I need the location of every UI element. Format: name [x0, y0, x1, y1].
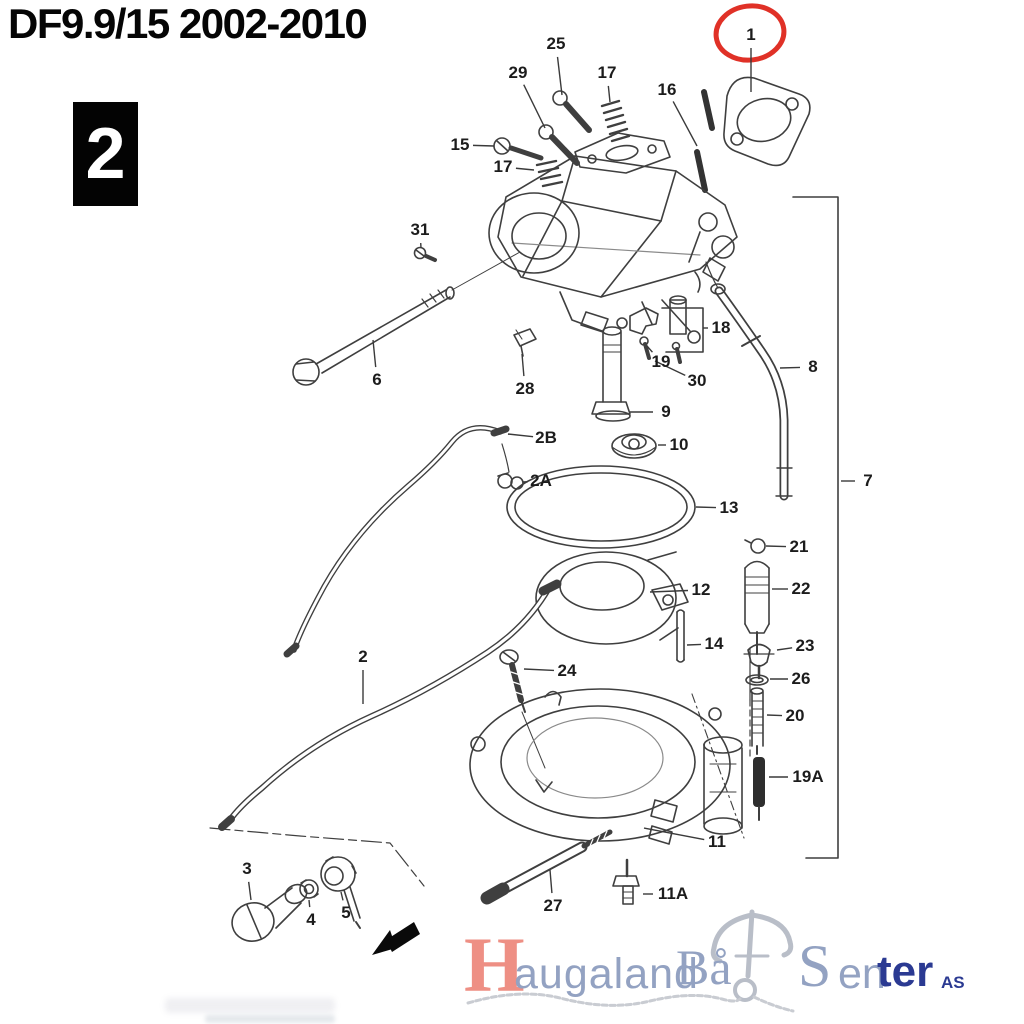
part-label-11A: 11A [657, 884, 689, 903]
pipe-2 [209, 579, 562, 887]
bolt-6 [292, 251, 521, 386]
part-label-19A: 19A [792, 767, 824, 786]
bolt-11a [612, 858, 640, 905]
part-label-4: 4 [306, 910, 316, 929]
screw-25 [552, 90, 592, 133]
part-label-17: 17 [493, 157, 513, 176]
part-label-2: 2 [358, 647, 368, 666]
part-label-5: 5 [341, 903, 351, 922]
jet-column [743, 538, 775, 821]
chain-squiggle [466, 992, 795, 1013]
part-label-14: 14 [704, 634, 724, 653]
part-label-15: 15 [450, 135, 470, 154]
screw-29 [538, 124, 580, 166]
part-label-17: 17 [597, 63, 617, 82]
nut-4 [299, 879, 319, 899]
stud-16 [694, 89, 715, 193]
part-label-16: 16 [657, 80, 677, 99]
spring-17b [535, 159, 564, 188]
oring-13 [506, 465, 696, 549]
seat-10 [611, 433, 657, 459]
page-number-text: 2 [85, 114, 126, 194]
part-label-25: 25 [546, 34, 566, 53]
watermark-en: en [838, 950, 886, 998]
page-number-badge: 2 [73, 102, 138, 206]
watermark-ter: ter [877, 947, 934, 996]
anchor-icon [710, 909, 794, 1002]
part-label-19: 19 [651, 352, 671, 371]
nozzle-9 [591, 326, 631, 422]
bracket-line-7 [792, 196, 839, 859]
part-label-3: 3 [242, 859, 252, 878]
watermark-s: S [798, 933, 832, 999]
part-label-28: 28 [515, 379, 535, 398]
gasket-part [723, 76, 811, 167]
part-label-9: 9 [661, 402, 671, 421]
watermark-remnant [165, 998, 335, 1013]
part-label-6: 6 [372, 370, 382, 389]
spring-17a [600, 99, 631, 143]
part-label-13: 13 [719, 498, 739, 517]
carburetor-body [488, 132, 738, 344]
part-label-1: 1 [746, 25, 756, 44]
screw-27 [480, 829, 613, 905]
screw-3 [231, 883, 308, 942]
part-label-26: 26 [791, 669, 811, 688]
float-bowl-11 [469, 647, 751, 845]
part-label-20: 20 [785, 706, 805, 725]
part-label-12: 12 [691, 580, 711, 599]
part-label-11: 11 [708, 832, 726, 851]
highlight-circle [713, 3, 787, 63]
page-title: DF9.9/15 2002-2010 [8, 0, 368, 47]
cap-5 [320, 856, 361, 929]
pin-14 [676, 609, 685, 663]
part-label-29: 29 [508, 63, 528, 82]
watermark-augaland: augaland [514, 950, 699, 998]
watermark-initial-h: H [464, 921, 525, 1008]
direction-arrow-icon [372, 922, 420, 955]
watermark-as-suffix: AS [941, 973, 965, 992]
screw-31 [413, 246, 437, 262]
part-label-7: 7 [863, 471, 873, 490]
part-label-31: 31 [410, 220, 430, 239]
part-label-27: 27 [543, 896, 563, 915]
part-label-30: 30 [687, 371, 707, 390]
part-label-24: 24 [557, 661, 577, 680]
screw-15 [493, 137, 544, 161]
part-label-23: 23 [795, 636, 815, 655]
hose-8 [705, 261, 793, 501]
part-label-22: 22 [791, 579, 811, 598]
part-label-2A: 2A [530, 471, 552, 490]
part-label-10: 10 [669, 435, 689, 454]
part-label-21: 21 [789, 537, 809, 556]
part-label-18: 18 [711, 318, 731, 337]
part-label-2B: 2B [535, 428, 557, 447]
watermark-remnant2 [205, 1015, 335, 1023]
pipe-2b [283, 425, 510, 658]
part-label-8: 8 [808, 357, 818, 376]
watermark-ba: Bå [676, 939, 732, 995]
bracket-18-group [629, 295, 704, 364]
